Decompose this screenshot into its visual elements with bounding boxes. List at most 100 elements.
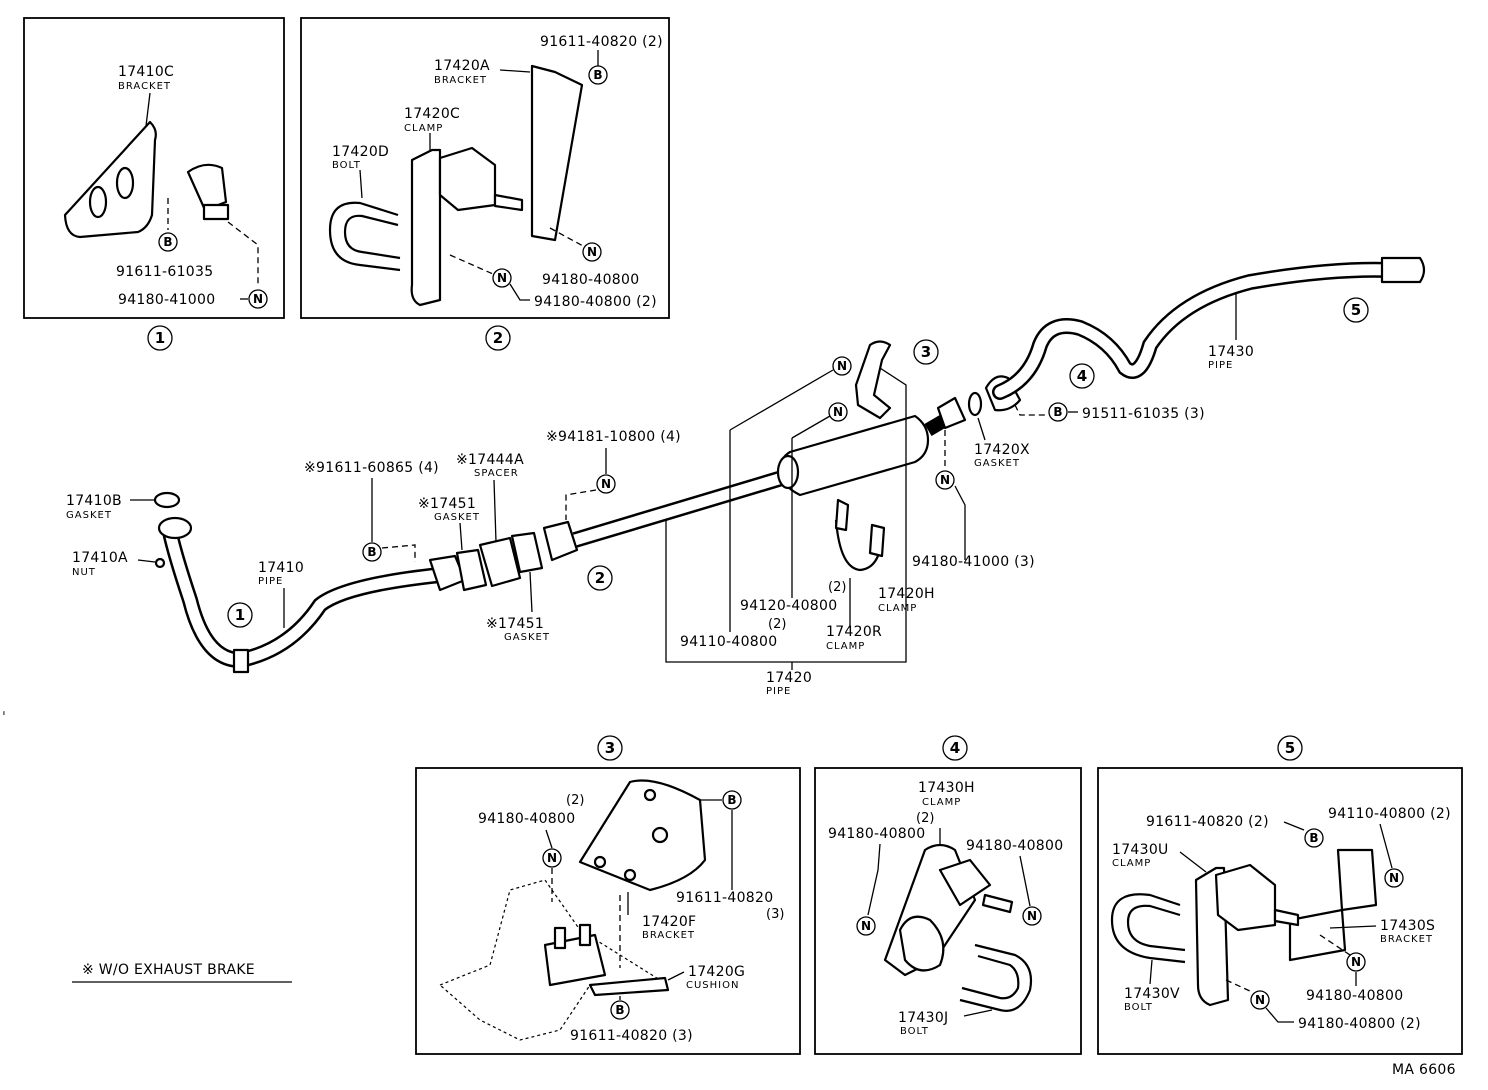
qty-2: (2) [566, 793, 584, 808]
label-94180-40800-a: 94180-40800 [1306, 988, 1403, 1004]
label-17430H: 17430H [918, 780, 975, 796]
label-nut: NUT [72, 567, 96, 578]
label-94180-40800-a: 94180-40800 [828, 826, 925, 842]
dash-leader [549, 227, 584, 247]
clamp-tab [202, 203, 230, 221]
leader [1283, 821, 1305, 831]
section-marker-4 [1069, 363, 1095, 389]
callout-n-letter: N [1351, 955, 1361, 969]
legend: ※ W/O EXHAUST BRAKE [72, 962, 292, 983]
callout-b-letter: B [367, 545, 376, 559]
label-91611-61035: 91611-61035 [116, 264, 213, 280]
box-number-3-text: 3 [605, 739, 615, 757]
label-gasket: GASKET [504, 632, 550, 643]
bracket-17430S-upper [1336, 848, 1378, 912]
label-91611-40820: 91611-40820 (2) [1146, 814, 1269, 830]
gasket-17451-b [510, 531, 544, 574]
label-clamp: CLAMP [922, 797, 961, 808]
callout-n-letter: N [497, 271, 507, 285]
label-91611-40820: 91611-40820 [676, 890, 773, 906]
callout-n [832, 356, 852, 376]
clamp-block [438, 146, 497, 212]
label-17430J: 17430J [898, 1010, 948, 1026]
u-bolt-inner [961, 954, 1020, 1000]
dash-leader [227, 221, 259, 285]
box-number-1-text: 1 [155, 329, 165, 347]
box-5-frame [1097, 767, 1463, 1055]
bolt-hole [643, 788, 657, 802]
u-bolt-inner [343, 214, 401, 260]
label-94180-40800: 94180-40800 [542, 272, 639, 288]
label-17420F: 17420F [642, 914, 696, 930]
label-gasket: GASKET [66, 510, 112, 521]
leader [545, 829, 553, 849]
label-gasket: GASKET [974, 458, 1020, 469]
callout-n-letter: N [940, 473, 950, 487]
label-17430V: 17430V [1124, 986, 1180, 1002]
detail-box-1: 17410C BRACKET B 91611-61035 94180-41000… [23, 17, 285, 351]
pipe-17420-front-inner [573, 472, 784, 546]
outlet-flange [936, 396, 967, 430]
section-marker-3-text: 3 [921, 343, 931, 361]
gasket-17420X [967, 391, 983, 417]
section-marker-3 [913, 339, 939, 365]
label-clamp: CLAMP [1112, 858, 1151, 869]
label-94180-40800-b: 94180-40800 [966, 838, 1063, 854]
label-clamp: CLAMP [826, 641, 865, 652]
leader [1329, 925, 1377, 929]
nut-17410A [154, 557, 166, 569]
label-91611-40820: 91611-40820 (2) [540, 34, 663, 50]
spacer-17444A [478, 536, 522, 588]
detail-box-2: 91611-40820 (2) B 17420A BRACKET 17420C … [300, 17, 670, 351]
label-17444A: ※17444A [456, 452, 524, 468]
section-marker-2-text: 2 [595, 569, 605, 587]
label-94180-40800: 94180-40800 [478, 811, 575, 827]
dash-leader [449, 254, 494, 275]
label-17420H: 17420H [878, 586, 935, 602]
callout-n [492, 268, 512, 288]
callout-b-letter: B [163, 235, 172, 249]
leader [1179, 851, 1207, 873]
callout-n [828, 402, 848, 422]
clamp-saddle [898, 915, 945, 972]
leader [1379, 823, 1393, 869]
label-17420G: 17420G [688, 964, 745, 980]
callout-n-letter: N [833, 405, 843, 419]
label-clamp: CLAMP [878, 603, 917, 614]
callout-n-letter: N [587, 245, 597, 259]
bracket-hole [88, 185, 108, 219]
callout-b [588, 65, 608, 85]
callout-b [158, 232, 178, 252]
callout-b [610, 1000, 630, 1020]
label-91611-40820-3: 91611-40820 (3) [570, 1028, 693, 1044]
callout-n [935, 470, 955, 490]
label-91611-60865: ※91611-60865 (4) [304, 460, 439, 476]
qty-2: (2) [916, 811, 934, 826]
box-3-frame [415, 767, 801, 1055]
cushion-plate [588, 976, 670, 997]
leader [529, 571, 533, 613]
muffler-end [776, 454, 800, 490]
dash-leader [1014, 404, 1045, 416]
box-number-1 [147, 325, 173, 351]
dash-leader [1225, 979, 1253, 993]
section-marker-5 [1343, 297, 1369, 323]
clamp-band [186, 163, 228, 212]
callout-n-letter: N [1389, 871, 1399, 885]
pipe-17410-inner [164, 526, 446, 666]
bracket-17420F [578, 779, 707, 892]
label-17420R: 17420R [826, 624, 882, 640]
bracket-17420A [530, 64, 584, 242]
dash-leader [381, 544, 416, 562]
leader [963, 1009, 993, 1017]
callout-b-letter: B [1309, 831, 1318, 845]
box-number-2 [485, 325, 511, 351]
callout-n [1022, 906, 1042, 926]
callout-b-letter: B [727, 793, 736, 807]
label-91511-61035: 91511-61035 (3) [1082, 406, 1205, 422]
detail-box-3: 3 (2) 94180-40800 N B 91611-40820 (3) 17… [415, 735, 801, 1055]
label-94110-40800: 94110-40800 (2) [1328, 806, 1451, 822]
callout-n-letter: N [253, 292, 263, 306]
leader [359, 169, 363, 199]
clamp-stud [1273, 908, 1300, 927]
